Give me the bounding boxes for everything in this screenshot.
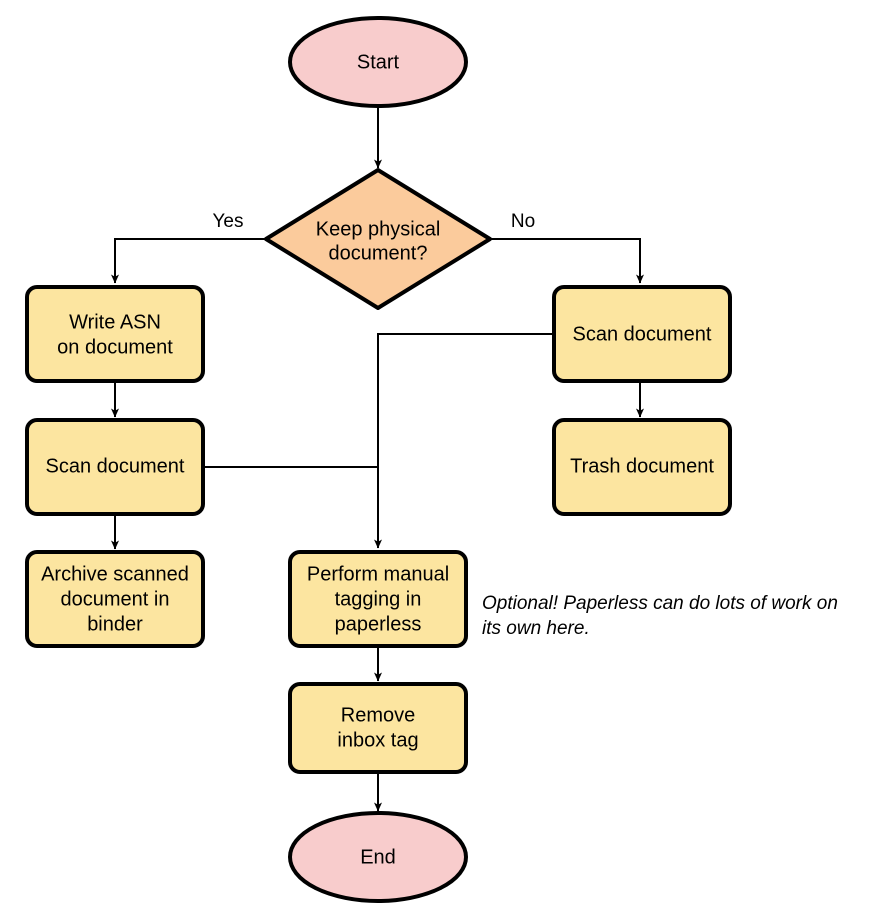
start-ellipse-shape bbox=[288, 16, 468, 108]
remove-inbox-tag-label-line2: inbox tag bbox=[337, 729, 418, 751]
archive-binder-label-line1: Archive scanned bbox=[41, 563, 189, 585]
archive-binder-label-line2: document in bbox=[61, 588, 170, 610]
node-end[interactable]: End bbox=[288, 811, 468, 903]
node-decision-keep-physical[interactable]: Keep physical document? bbox=[264, 168, 492, 310]
node-scan-document-left[interactable]: Scan document bbox=[25, 418, 205, 516]
decision-diamond-shape bbox=[264, 168, 492, 310]
end-ellipse-shape bbox=[288, 811, 468, 903]
node-write-asn[interactable]: Write ASN on document bbox=[25, 285, 205, 383]
manual-tagging-label-line3: paperless bbox=[335, 613, 422, 635]
write-asn-label-line2: on document bbox=[57, 336, 173, 358]
end-label: End bbox=[360, 846, 396, 868]
start-label: Start bbox=[357, 51, 400, 73]
remove-inbox-tag-label-line1: Remove bbox=[341, 704, 415, 726]
edge-decision-to-write-asn bbox=[111, 238, 266, 284]
remove-inbox-tag-box-shape bbox=[288, 682, 468, 774]
optional-note-line2: its own here. bbox=[482, 618, 590, 639]
optional-note-line1: Optional! Paperless can do lots of work … bbox=[482, 593, 838, 614]
scan-document-left-box-shape bbox=[25, 418, 205, 516]
edges-layer bbox=[111, 105, 644, 812]
archive-binder-box-shape bbox=[25, 550, 205, 648]
node-scan-document-right[interactable]: Scan document bbox=[552, 285, 732, 383]
node-remove-inbox-tag[interactable]: Remove inbox tag bbox=[288, 682, 468, 774]
write-asn-label-line1: Write ASN bbox=[69, 311, 161, 333]
edge-label-yes: Yes bbox=[213, 211, 244, 232]
edge-scan-right-to-manual-tagging bbox=[374, 333, 552, 549]
trash-document-label: Trash document bbox=[570, 455, 714, 477]
scan-document-left-label: Scan document bbox=[46, 455, 185, 477]
node-start[interactable]: Start bbox=[288, 16, 468, 108]
write-asn-box-shape bbox=[25, 285, 205, 383]
annotation-optional-note: Optional! Paperless can do lots of work … bbox=[482, 593, 838, 639]
scan-document-right-box-shape bbox=[552, 285, 732, 383]
node-trash-document[interactable]: Trash document bbox=[552, 418, 732, 516]
trash-document-box-shape bbox=[552, 418, 732, 516]
manual-tagging-label-line2: tagging in bbox=[335, 588, 422, 610]
manual-tagging-label-line1: Perform manual bbox=[307, 563, 449, 585]
archive-binder-label-line3: binder bbox=[87, 613, 143, 635]
scan-document-right-label: Scan document bbox=[573, 323, 712, 345]
edge-decision-to-scan-right bbox=[490, 238, 644, 284]
edge-label-no: No bbox=[511, 211, 535, 232]
manual-tagging-box-shape bbox=[288, 550, 468, 648]
node-manual-tagging[interactable]: Perform manual tagging in paperless bbox=[288, 550, 468, 648]
node-archive-binder[interactable]: Archive scanned document in binder bbox=[25, 550, 205, 648]
decision-label-line2: document? bbox=[329, 242, 428, 264]
decision-label-line1: Keep physical bbox=[316, 218, 441, 240]
edge-labels-layer: Yes No bbox=[213, 211, 536, 232]
